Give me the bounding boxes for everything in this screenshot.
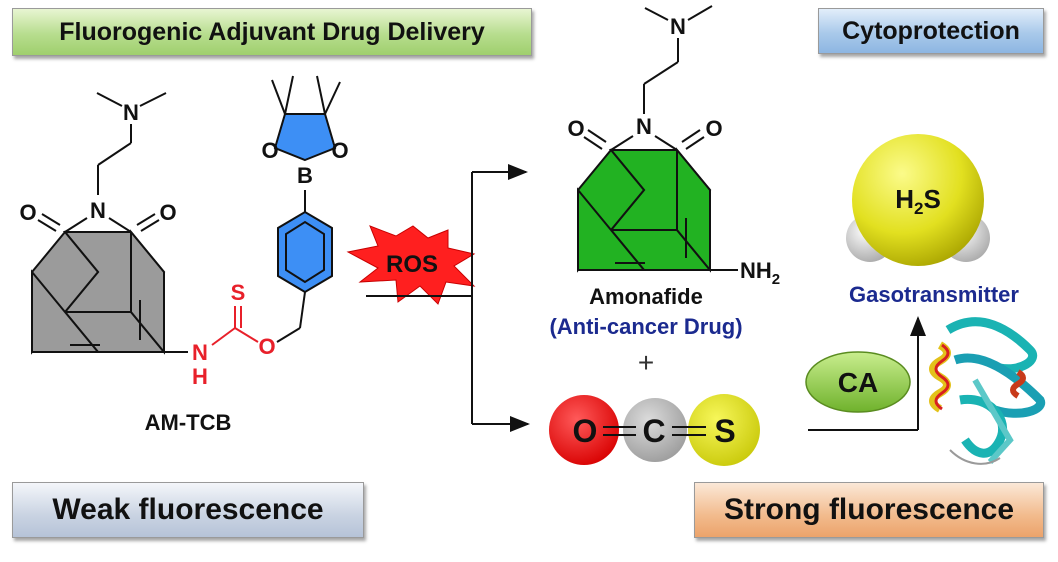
- am-tcb-o-left: O: [19, 200, 36, 225]
- cos-c-label: C: [642, 413, 665, 449]
- naphthalimide-core-green: [577, 147, 738, 273]
- amonafide-o-right: O: [705, 116, 722, 141]
- amine-subscript: 2: [772, 271, 780, 288]
- banner-strong-fluorescence: Strong fluorescence: [694, 482, 1044, 538]
- amonafide-n-dimethyl: N: [670, 14, 686, 39]
- am-tcb-n-dimethyl: N: [123, 100, 139, 125]
- carbamate-h: H: [192, 364, 208, 389]
- h2s-molecule-icon: [846, 134, 990, 266]
- naphthalimide-core-gray: [31, 229, 167, 355]
- thiocarbamate-bonds: [211, 306, 259, 346]
- ros-label: ROS: [386, 251, 438, 278]
- h2s-s: S: [923, 184, 940, 214]
- amonafide-amine: NH2: [740, 258, 780, 288]
- protein-ribbon-icon: [929, 317, 1046, 465]
- reaction-arrows: [366, 164, 530, 432]
- benzyl-linker: [276, 291, 306, 343]
- cos-molecule: [549, 394, 760, 466]
- thiocarbonyl-s: S: [231, 280, 246, 305]
- thiocarbamate-o: O: [258, 334, 275, 359]
- h2s-subscript: 2: [914, 199, 923, 218]
- cos-o-label: O: [573, 413, 598, 449]
- plus-sign: +: [638, 347, 654, 378]
- ca-enzyme-label: CA: [838, 367, 878, 398]
- h2s-h: H: [895, 184, 914, 214]
- carbamate-n: N: [192, 340, 208, 365]
- phenyl-boronate-blue: [271, 75, 341, 294]
- probe-name-label: AM-TCB: [145, 410, 232, 435]
- gasotransmitter-label: Gasotransmitter: [849, 282, 1019, 307]
- h2s-formula: H2S: [895, 184, 941, 218]
- cos-oxygen-sphere: [549, 395, 619, 465]
- amonafide-n-imide: N: [636, 114, 652, 139]
- product-subtitle-label: (Anti-cancer Drug): [549, 314, 742, 339]
- am-tcb-o-right: O: [159, 200, 176, 225]
- explosion-burst-icon: [346, 225, 476, 305]
- banner-cytoprotection: Cytoprotection: [818, 8, 1044, 54]
- cos-sulfur-sphere: [688, 394, 760, 466]
- banner-fluorogenic-adjuvant: Fluorogenic Adjuvant Drug Delivery: [12, 8, 532, 56]
- amonafide-o-left: O: [567, 116, 584, 141]
- product-name-label: Amonafide: [589, 284, 703, 309]
- cos-carbon-sphere: [623, 398, 687, 462]
- cos-s-label: S: [714, 413, 735, 449]
- am-tcb-n-imide: N: [90, 198, 106, 223]
- boron-atom: B: [297, 163, 313, 188]
- amonafide-side-chain: [583, 5, 713, 151]
- boronate-o-right: O: [331, 138, 348, 163]
- boronate-o-left: O: [261, 138, 278, 163]
- am-tcb-structure: [37, 92, 167, 233]
- ca-conversion-arrow: [808, 316, 926, 431]
- banner-weak-fluorescence: Weak fluorescence: [12, 482, 364, 538]
- amine-nh-label: NH: [740, 258, 772, 283]
- ca-enzyme-ellipse: [805, 351, 911, 413]
